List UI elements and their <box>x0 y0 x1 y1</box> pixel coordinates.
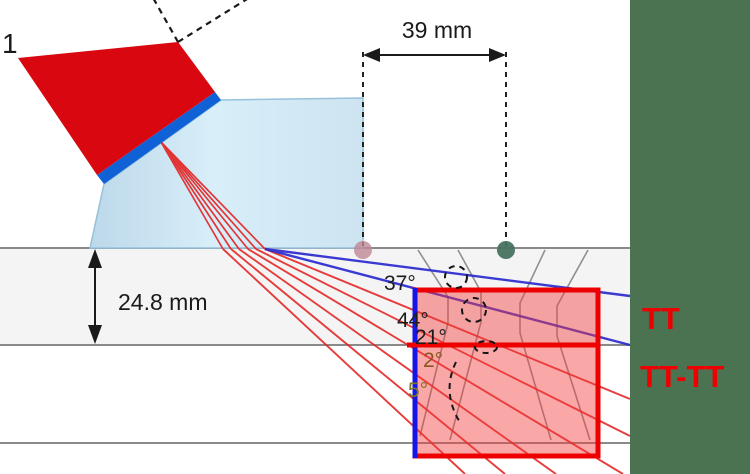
probe-number-label: 1 <box>2 28 18 59</box>
defect-arc-3 <box>474 340 498 354</box>
depth-dimension <box>88 249 102 344</box>
angle-label-37: 37° <box>384 272 416 295</box>
weld-haz-left <box>417 249 449 437</box>
defect-arc-4 <box>448 361 462 425</box>
defect-arc-1 <box>444 265 468 289</box>
probe-contact-face <box>97 92 221 184</box>
width-dimension-label: 39 mm <box>402 17 472 43</box>
angle-label-5: 5° <box>408 379 428 402</box>
weld-center-marker <box>497 241 515 259</box>
skip-line-lower <box>264 247 631 347</box>
defect-arc-2 <box>461 297 487 323</box>
depth-arrowhead-bottom <box>88 325 102 344</box>
probe-body <box>18 42 215 175</box>
weld-fusion-right <box>519 249 552 441</box>
probe-leader-left <box>152 0 179 43</box>
plate-upper-section <box>0 248 630 345</box>
roi-rectangle <box>412 287 601 459</box>
depth-arrowhead-top <box>88 249 102 268</box>
probe-leader-right <box>177 0 248 43</box>
weld-haz-right <box>556 249 591 441</box>
probe-leader-dashes <box>152 0 248 43</box>
depth-dimension-label: 24.8 mm <box>118 289 207 315</box>
width-dimension <box>362 48 507 246</box>
defect-indications <box>444 265 498 425</box>
zone-label-tt-tt: TT-TT <box>640 359 724 394</box>
sidebar-band <box>630 0 750 474</box>
angle-label-21: 21° <box>415 326 447 349</box>
dim-arrowhead-left <box>363 48 380 62</box>
zone-label-tt: TT <box>642 301 680 336</box>
angle-label-2: 2° <box>423 349 443 372</box>
incident-beam-fan <box>160 141 266 250</box>
angle-label-44: 44° <box>397 309 429 332</box>
dim-arrowhead-right <box>489 48 506 62</box>
exit-point-marker <box>354 241 372 259</box>
